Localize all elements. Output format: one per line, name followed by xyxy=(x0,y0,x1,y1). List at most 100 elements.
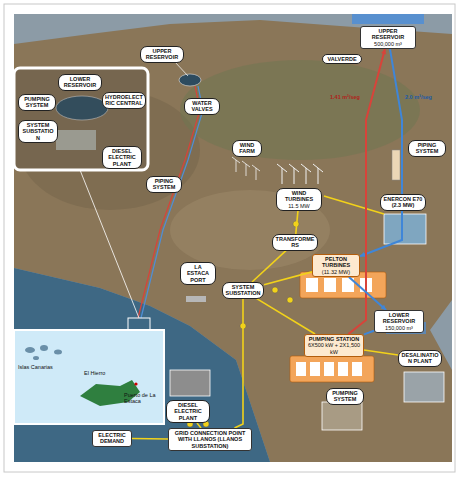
connector-line xyxy=(234,299,243,428)
connector xyxy=(364,331,374,335)
connector-line xyxy=(252,251,286,282)
node-label: ENERCON E70 (2.3 MW) xyxy=(383,196,423,209)
reservoir-icon xyxy=(352,14,424,24)
flow-rate-label: 2.0 m³/seg xyxy=(405,94,432,100)
sky-haze xyxy=(14,14,452,462)
photo-callout: SYSTEM SUBSTATION xyxy=(18,120,58,143)
power-wire xyxy=(324,196,384,214)
map-label: Islas Canarias xyxy=(18,364,58,370)
node-label: LOWER RESERVOIR xyxy=(61,76,99,89)
photo-wind-turbines xyxy=(232,157,260,180)
connector xyxy=(296,211,298,234)
node-label: SYSTEM SUBSTATION xyxy=(225,284,261,297)
inset-photo xyxy=(14,68,148,170)
leader-line xyxy=(175,62,188,76)
photo-callout: VALVERDE xyxy=(322,54,362,64)
breaker-symbols xyxy=(187,221,299,427)
photo-callout: PIPING SYSTEM xyxy=(146,176,182,193)
desalination-photo xyxy=(404,372,444,402)
diesel-photo xyxy=(170,370,210,396)
connector xyxy=(264,272,312,285)
node-value: 11.5 MW xyxy=(279,203,319,209)
arrow-head xyxy=(360,252,366,257)
flow-rate-label: 1.41 m³/seg xyxy=(330,94,360,100)
port-pier xyxy=(186,296,206,302)
connector xyxy=(257,299,315,334)
connector-line xyxy=(364,331,374,335)
plant-buildings xyxy=(56,130,96,150)
node-label: HYDROELECTRIC CENTRAL xyxy=(105,94,143,107)
pumping-photo xyxy=(322,402,362,430)
connector-line xyxy=(364,350,398,355)
connector-line xyxy=(257,299,315,334)
connector-line xyxy=(348,49,385,334)
sea xyxy=(14,268,270,462)
node-label: TRANSFORMERS xyxy=(275,236,315,249)
piping-photo xyxy=(392,150,400,180)
reservoir-box: UPPER RESERVOIR500,000 m³ xyxy=(360,26,416,49)
photo-callout: LOWER RESERVOIR xyxy=(58,74,102,91)
equipment-box: WIND TURBINES11.5 MW xyxy=(276,188,322,211)
node-label: UPPER RESERVOIR xyxy=(363,28,413,41)
node-label: WIND FARM xyxy=(235,142,259,155)
plant-box: DIESEL ELECTRIC PLANT xyxy=(166,400,210,423)
inset-leader xyxy=(80,170,139,318)
plant-box: DESALINATION PLANT xyxy=(398,350,442,367)
upper-reservoir-photo xyxy=(179,74,201,86)
node-label: PUMPING SYSTEM xyxy=(21,96,53,109)
connector-line xyxy=(264,272,312,285)
turbine-box: PELTON TURBINES(11.32 MW) xyxy=(312,254,360,277)
connector-line xyxy=(296,211,298,234)
island-terrain xyxy=(14,20,452,462)
connector xyxy=(349,277,386,310)
node-label: PELTON TURBINES xyxy=(315,256,357,269)
map-label: Puerto de La Estaca xyxy=(124,392,162,405)
map-label: El Hierro xyxy=(84,370,114,376)
node-label: UPPER RESERVOIR xyxy=(143,48,181,61)
node-label: PUMPING SYSTEM xyxy=(329,390,361,403)
location-map xyxy=(14,330,164,424)
node-label: LA ESTACA PORT xyxy=(183,264,213,283)
photo-callout: HYDROELECTRIC CENTRAL xyxy=(102,92,146,109)
photo-callout: UPPER RESERVOIR xyxy=(140,46,184,63)
photo-callout: WIND FARM xyxy=(232,140,262,157)
node-label: GRID CONNECTION POINT WITH LLANOS (LLANO… xyxy=(171,430,249,449)
lower-reservoir-photo xyxy=(56,96,108,120)
figure-frame xyxy=(4,4,455,472)
equipment-box: TRANSFORMERS xyxy=(272,234,318,251)
demand-box: ELECTRIC DEMAND xyxy=(92,430,132,447)
wind-turbine-symbols xyxy=(277,164,323,184)
connector xyxy=(132,438,168,439)
connector-line xyxy=(349,277,386,310)
substation-box: SYSTEM SUBSTATION xyxy=(222,282,264,299)
photo-callout: WATER VALVES xyxy=(184,98,220,115)
node-label: DIESEL ELECTRIC PLANT xyxy=(105,148,139,167)
pump-units xyxy=(296,362,362,376)
node-label: WATER VALVES xyxy=(187,100,217,113)
node-label: PUMPING STATION xyxy=(307,336,361,342)
pump-station-box: PUMPING STATION6X500 kW + 2X1,500 kW xyxy=(304,334,364,357)
node-value: 500,000 m³ xyxy=(363,41,413,47)
port-marker xyxy=(134,382,137,385)
reservoir-box: LOWER RESERVOIR150,000 m³ xyxy=(374,310,424,333)
connector-line xyxy=(132,438,168,440)
node-label: PIPING SYSTEM xyxy=(411,142,443,155)
arrow-head xyxy=(381,49,386,55)
node-label: DIESEL ELECTRIC PLANT xyxy=(169,402,207,421)
photo-callout: DIESEL ELECTRIC PLANT xyxy=(102,146,142,169)
system-callout: PIPING SYSTEM xyxy=(408,140,446,157)
connector xyxy=(252,251,286,282)
grid-box: GRID CONNECTION POINT WITH LLANOS (LLANO… xyxy=(168,428,252,451)
node-label: VALVERDE xyxy=(325,56,359,62)
pump-unit-bank xyxy=(290,356,374,382)
connector xyxy=(348,49,386,334)
node-label: ELECTRIC DEMAND xyxy=(95,432,129,445)
equipment-box: ENERCON E70 (2.3 MW) xyxy=(380,194,426,211)
terrain-light xyxy=(170,190,330,270)
node-value: (11.32 MW) xyxy=(315,269,357,275)
vegetation xyxy=(180,60,420,160)
node-label: WIND TURBINES xyxy=(279,190,319,203)
